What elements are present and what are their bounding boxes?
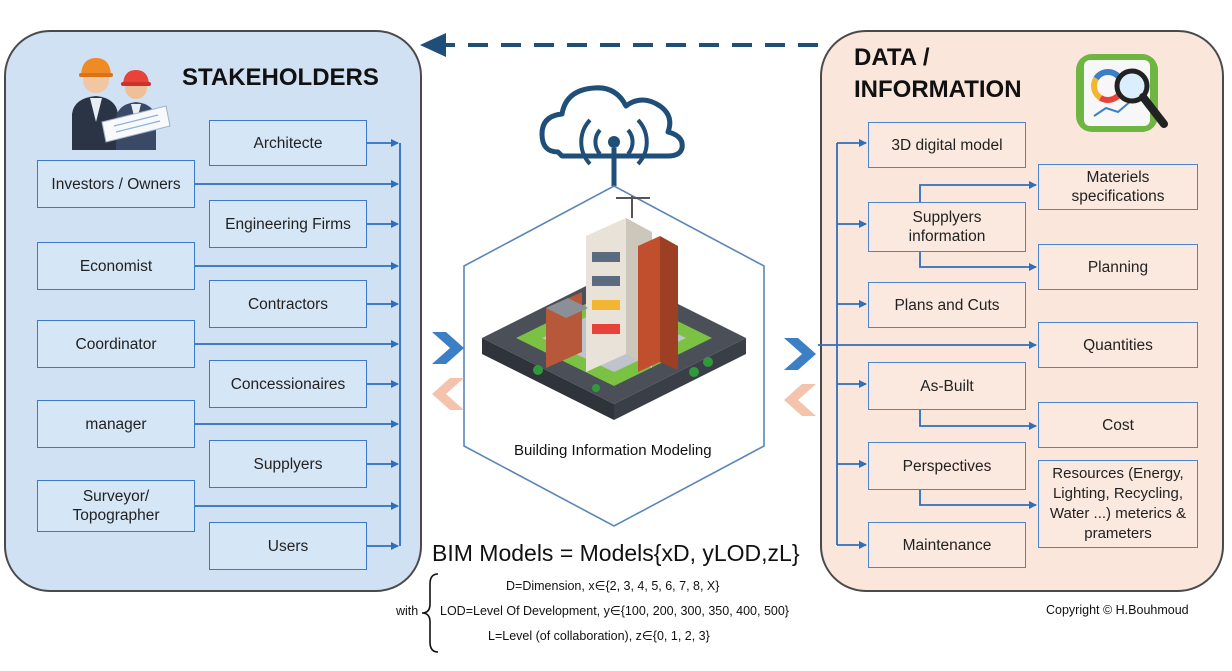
stakeholders-title: STAKEHOLDERS (182, 64, 379, 91)
data-analysis-icon (1076, 54, 1168, 132)
data-title-line2: INFORMATION (854, 76, 1022, 103)
stakeholder-supplyers: Supplyers (209, 440, 367, 488)
chevron-right-icon (784, 338, 816, 370)
stakeholder-engineering-firms: Engineering Firms (209, 200, 367, 248)
stakeholder-manager: manager (37, 400, 195, 448)
stakeholder-coordinator: Coordinator (37, 320, 195, 368)
definition-dimension: D=Dimension, x∈{2, 3, 4, 5, 6, 7, 8, X} (506, 579, 720, 593)
data-resources-metrics: Resources (Energy, Lighting, Recycling, … (1038, 460, 1198, 548)
definition-lod: LOD=Level Of Development, y∈{100, 200, 3… (440, 604, 789, 618)
data-cost: Cost (1038, 402, 1198, 448)
definition-collaboration: L=Level (of collaboration), z∈{0, 1, 2, … (488, 629, 710, 643)
stakeholder-investors-owners: Investors / Owners (37, 160, 195, 208)
dashed-arrow-left-icon (420, 33, 818, 57)
data-maintenance: Maintenance (868, 522, 1026, 568)
data-as-built: As-Built (868, 362, 1026, 410)
cloud-wireless-icon (539, 85, 685, 186)
data-plans-and-cuts: Plans and Cuts (868, 282, 1026, 328)
data-supplyers-information: Supplyers information (868, 202, 1026, 252)
data-materiels-specifications: Materiels specifications (1038, 164, 1198, 210)
chevron-left-icon (784, 384, 816, 416)
stakeholder-users: Users (209, 522, 367, 570)
data-planning: Planning (1038, 244, 1198, 290)
data-quantities: Quantities (1038, 322, 1198, 368)
bim-formula: BIM Models = Models{xD, yLOD,zL} (432, 540, 800, 566)
chevron-left-icon (432, 378, 464, 410)
right-chevrons (784, 338, 816, 416)
data-perspectives: Perspectives (868, 442, 1026, 490)
data-title-line1: DATA / (854, 44, 930, 71)
stakeholder-architecte: Architecte (209, 120, 367, 166)
data-3d-digital-model: 3D digital model (868, 122, 1026, 168)
with-label: with (396, 604, 419, 618)
stakeholder-concessionaires: Concessionaires (209, 360, 367, 408)
stakeholder-economist: Economist (37, 242, 195, 290)
stakeholder-surveyor-topographer: Surveyor/ Topographer (37, 480, 195, 532)
center-bim-graphic (463, 85, 765, 527)
construction-workers-icon (72, 58, 171, 150)
brace-icon (421, 573, 439, 653)
left-chevrons (432, 332, 464, 410)
chevron-right-icon (432, 332, 464, 364)
bim-caption: Building Information Modeling (514, 442, 712, 459)
stakeholder-contractors: Contractors (209, 280, 367, 328)
copyright: Copyright © H.Bouhmoud (1046, 603, 1189, 617)
building-illustration (482, 196, 746, 420)
